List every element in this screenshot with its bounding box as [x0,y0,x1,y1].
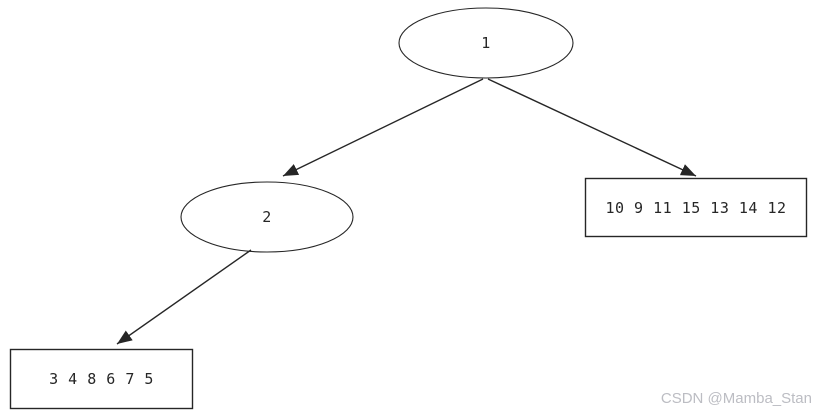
left-child-node-ellipse [180,181,354,253]
right-leaf-box [584,177,808,238]
root-node-ellipse [398,7,574,79]
edge-left-child-to-left-leaf [116,249,252,345]
edge-root-to-left-child [282,78,484,177]
left-leaf-box [9,348,194,410]
edge-root-to-right-leaf [487,78,697,177]
watermark-text: CSDN @Mamba_Stan [660,390,812,407]
